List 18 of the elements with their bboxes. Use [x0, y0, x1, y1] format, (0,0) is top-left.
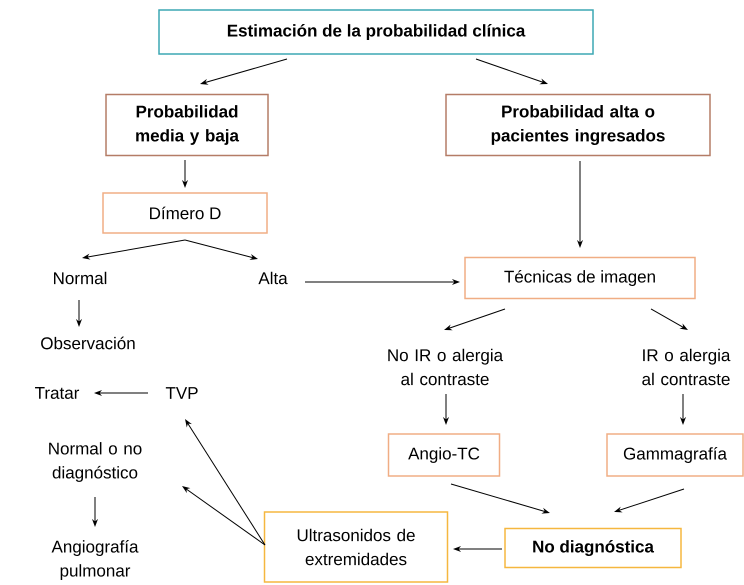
node-label: TVP: [166, 387, 198, 399]
node-label: No IR o alergia al contraste: [388, 348, 504, 386]
process-box: Gammagrafía: [606, 433, 744, 477]
title-box: Estimación de la probabilidad clínica: [158, 9, 594, 55]
node-label: Normal: [54, 272, 106, 284]
process-box: No diagnóstica: [504, 528, 682, 568]
process-box: Técnicas de imagen: [464, 256, 696, 300]
process-box: Probabilidad media y baja: [105, 94, 269, 156]
node-label: Tratar: [35, 387, 80, 399]
node-label: Alta: [258, 272, 288, 284]
node-label: Normal o no diagnóstico: [49, 442, 142, 482]
node-label: Observación: [41, 336, 135, 350]
process-box: Dímero D: [102, 192, 268, 234]
process-box: Probabilidad alta o pacientes ingresados: [445, 94, 711, 156]
process-box: Angio-TC: [388, 433, 500, 477]
node-label: IR o alergia al contraste: [642, 348, 730, 386]
node-label: Angiografía pulmonar: [52, 540, 138, 580]
process-box: Ultrasonidos de extremidades: [264, 511, 448, 583]
